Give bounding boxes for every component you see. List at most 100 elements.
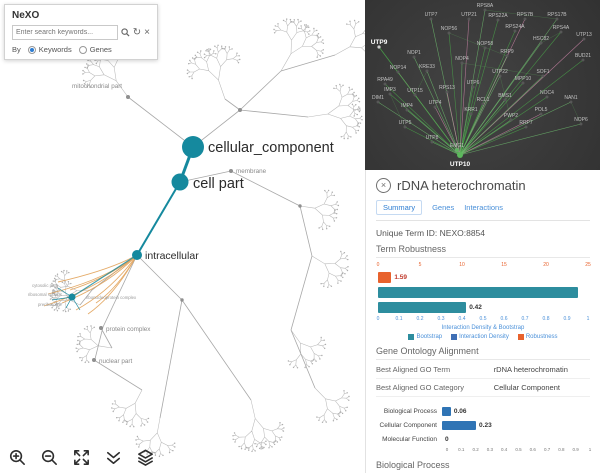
bar-row — [378, 286, 588, 299]
gene-label[interactable]: UTP8 — [426, 135, 439, 141]
bar-value-label: 0.06 — [453, 407, 467, 415]
gene-label[interactable]: NOP4 — [455, 56, 469, 62]
gene-label[interactable]: NOC4 — [540, 90, 554, 96]
gene-label[interactable]: PWP2 — [504, 113, 518, 119]
tab-interactions[interactable]: Interactions — [464, 203, 503, 212]
axis-tick-label: 0.7 — [521, 316, 529, 322]
gene-label[interactable]: UTP21 — [461, 12, 477, 18]
gene-label[interactable]: HSC82 — [533, 36, 549, 42]
label-preribosome[interactable]: preribosome — [38, 302, 62, 307]
collapse-button[interactable] — [104, 448, 123, 467]
label-intracellular[interactable]: intracellular — [145, 250, 199, 262]
go-category-value: Cellular Component — [493, 383, 560, 392]
gene-label[interactable]: KRR1 — [464, 107, 478, 113]
gene-label[interactable]: UTP13 — [576, 32, 592, 38]
node-cellular-component[interactable] — [182, 136, 204, 158]
gene-label[interactable]: RPS17B — [547, 12, 567, 18]
gene-label[interactable]: NOP58 — [477, 41, 494, 47]
gene-label[interactable]: POL5 — [535, 107, 548, 113]
refresh-icon[interactable]: ↻ — [132, 26, 142, 38]
gene-label[interactable]: NAN1 — [564, 95, 578, 101]
gene-label[interactable]: NOP6 — [574, 117, 588, 123]
node-cell-part[interactable] — [171, 173, 189, 191]
label-cellular-component[interactable]: cellular_component — [208, 140, 334, 156]
hub-gene-label[interactable]: UTP10 — [450, 161, 471, 168]
gene-label[interactable]: BMS1 — [498, 93, 512, 99]
gene-label[interactable]: RRP9 — [500, 49, 514, 55]
gene-label[interactable]: RCL1 — [477, 97, 490, 103]
legend-robustness: Robustness — [525, 334, 558, 340]
bar-row: 1.59 — [378, 271, 588, 284]
gene-label[interactable]: UTP4 — [429, 100, 442, 106]
node-intracellular[interactable] — [132, 250, 142, 260]
gene-label[interactable]: NOP56 — [441, 26, 458, 32]
label-cytosolic-part[interactable]: cytosolic part — [32, 283, 58, 288]
radio-keywords-circle[interactable] — [27, 45, 36, 54]
bar-area: 0 — [442, 433, 590, 445]
gene-label[interactable]: EMG1 — [450, 143, 464, 149]
gene-label[interactable]: MPP10 — [515, 76, 532, 82]
label-membrane[interactable]: membrane — [236, 168, 267, 175]
label-protein-complex[interactable]: protein complex — [106, 326, 151, 333]
gene-label[interactable]: IMP4 — [401, 103, 413, 109]
clear-icon[interactable]: × — [144, 26, 150, 38]
layers-icon — [138, 449, 153, 466]
gene-label[interactable]: KRE33 — [419, 64, 435, 70]
label-ribonucleoprotein-complex[interactable]: ribonucleoprotein complex — [86, 295, 137, 300]
node-selected-term[interactable] — [68, 293, 76, 301]
gene-label[interactable]: UTP5 — [399, 120, 412, 126]
gene-label[interactable]: RPS8A — [477, 3, 494, 9]
ontology-tree-panel: cellular_component cell part intracellul… — [0, 0, 365, 473]
gene-label[interactable]: RPS22A — [488, 13, 508, 19]
gene-label[interactable]: RRP7 — [519, 120, 533, 126]
legend-swatch-robustness — [517, 334, 524, 340]
zoom-out-button[interactable] — [40, 448, 59, 467]
radio-genes[interactable]: Genes — [78, 45, 112, 54]
fit-to-screen-button[interactable] — [72, 448, 91, 467]
layers-button[interactable] — [136, 448, 155, 467]
zoom-in-icon — [9, 449, 25, 465]
gene-label[interactable]: UTP7 — [425, 12, 438, 18]
gene-label[interactable]: NOP1 — [407, 50, 421, 56]
gene-label[interactable]: RPS4A — [553, 25, 570, 31]
gene-label[interactable]: UTP22 — [492, 69, 508, 75]
tab-genes[interactable]: Genes — [432, 203, 455, 212]
axis-tick-label: 5 — [418, 262, 422, 268]
zoom-in-button[interactable] — [8, 448, 27, 467]
close-icon[interactable]: × — [376, 178, 391, 193]
term-id-value: NEXO:8854 — [439, 228, 486, 238]
gene-label[interactable]: RPA49 — [377, 77, 393, 83]
gene-label[interactable]: BUD21 — [575, 53, 591, 59]
bar-value-label: 1.59 — [394, 274, 407, 281]
gene-label[interactable]: IMP3 — [384, 87, 396, 93]
search-icon[interactable] — [121, 28, 130, 37]
radio-keywords-label: Keywords — [38, 45, 72, 54]
gene-label-highlight[interactable]: UTP9 — [371, 39, 388, 46]
ontology-tree-canvas[interactable]: cellular_component cell part intracellul… — [0, 0, 365, 473]
radio-keywords[interactable]: Keywords — [27, 45, 72, 54]
label-cell-part[interactable]: cell part — [193, 176, 244, 192]
gene-label[interactable]: UTP6 — [467, 80, 480, 86]
axis-tick-label: 1 — [586, 316, 590, 322]
axis-tick-label: 25 — [585, 262, 591, 268]
gene-label[interactable]: SOF1 — [536, 69, 549, 75]
radio-genes-circle[interactable] — [78, 45, 87, 54]
label-ribosomal-subunit[interactable]: ribosomal subunit — [28, 292, 62, 297]
gene-label[interactable]: DIM1 — [372, 95, 384, 101]
gene-label[interactable]: NOP14 — [390, 65, 407, 71]
label-nuclear-part[interactable]: nuclear part — [99, 358, 133, 365]
gene-label[interactable]: RPS7B — [517, 12, 534, 18]
axis-tick-label: 0.3 — [437, 316, 445, 322]
gene-label[interactable]: RPS24A — [505, 24, 525, 30]
bar-value-label: 0.23 — [479, 421, 492, 429]
tab-summary[interactable]: Summary — [376, 200, 423, 215]
gene-label[interactable]: UTP15 — [407, 88, 423, 94]
search-input[interactable] — [12, 25, 118, 40]
label-mitochondrial-part[interactable]: mitochondrial part — [72, 83, 122, 90]
gene-label[interactable]: RPS13 — [439, 85, 455, 91]
